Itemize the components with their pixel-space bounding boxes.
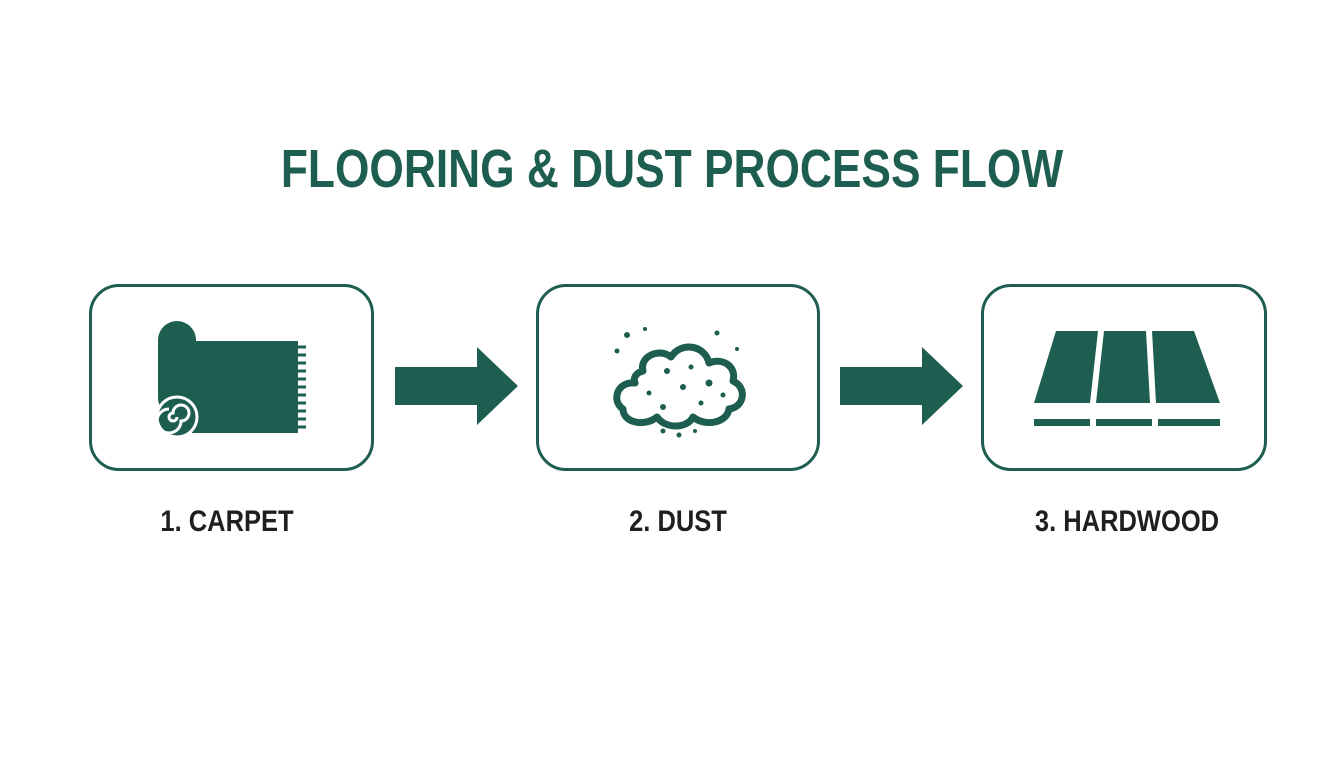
- hardwood-planks-icon: [1034, 331, 1220, 426]
- step-box-hardwood: [981, 284, 1267, 471]
- step-label-carpet: 1. CARPET: [160, 505, 294, 538]
- arrow-right-icon: [395, 347, 518, 425]
- step-box-dust: [536, 284, 820, 471]
- diagram-title: FLOORING & DUST PROCESS FLOW: [280, 139, 1064, 199]
- dust-cloud-icon: [613, 327, 746, 438]
- step-label-hardwood: 3. HARDWOOD: [1034, 505, 1220, 538]
- step-label-dust: 2. DUST: [629, 505, 727, 538]
- arrow-right-icon: [840, 347, 963, 425]
- step-box-carpet: [89, 284, 374, 471]
- carpet-roll-icon: [155, 321, 306, 439]
